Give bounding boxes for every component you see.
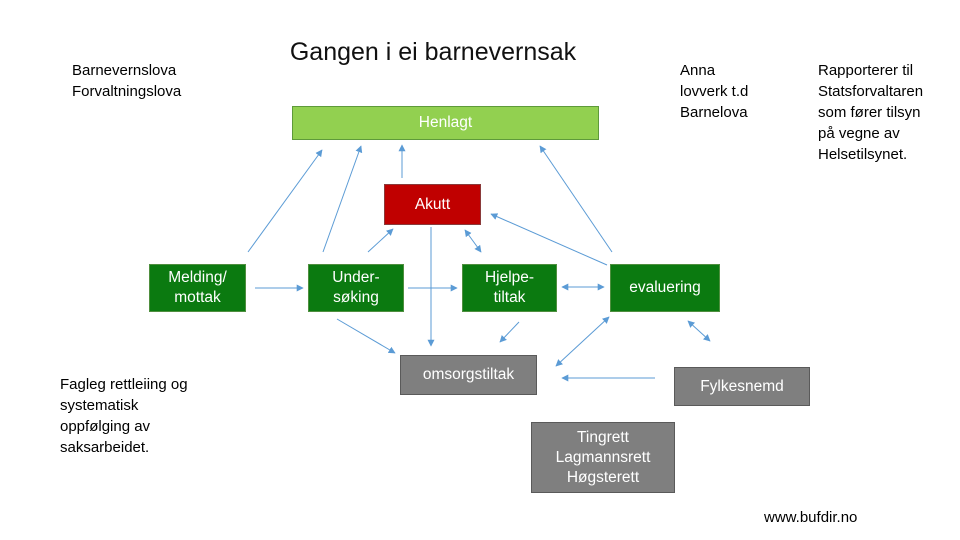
reporting-note: Rapporterer til Statsforvaltaren som før… <box>818 60 923 165</box>
akutt-box: Akutt <box>384 184 481 225</box>
guidance-note-line: saksarbeidet. <box>60 439 150 456</box>
domstolar-label: Tingrett <box>577 428 629 446</box>
laws-note-line: Forvaltningslova <box>72 83 182 100</box>
akutt-label: Akutt <box>414 195 451 213</box>
hjelpetiltak-label: Hjelpe- <box>484 269 535 286</box>
domstolar-box: Tingrett Lagmannsrett Høgsterett <box>531 422 675 493</box>
arrow-undersoking-to-akutt <box>367 228 394 253</box>
reporting-note-line: på vegne av <box>818 125 900 142</box>
undersoking-label: søking <box>333 289 379 306</box>
evaluering-label: evaluering <box>629 279 701 296</box>
domstolar-label: Lagmannsrett <box>555 448 651 466</box>
arrow-hjelpetiltak-to-omsorgstiltak <box>499 321 520 343</box>
reporting-note-line: Statsforvaltaren <box>818 83 924 100</box>
melding-mottak-label: mottak <box>174 289 221 306</box>
guidance-note: Fagleg rettleiing og systematisk oppfølg… <box>60 374 188 458</box>
source-url: www.bufdir.no <box>764 509 858 526</box>
diagram-title: Gangen i ei barnevernsak <box>289 38 577 66</box>
reporting-note-line: som fører tilsyn <box>818 104 921 121</box>
omsorgstiltak-box: omsorgstiltak <box>400 355 537 395</box>
fylkesnemd-box: Fylkesnemd <box>674 367 810 406</box>
arrow-evaluering-to-henlagt <box>539 145 613 253</box>
arrow-melding-to-henlagt <box>247 149 323 253</box>
henlagt-label: Henlagt <box>418 114 473 131</box>
arrow-akutt-hjelpetiltak <box>464 229 482 253</box>
other-laws-note-line: lovverk t.d <box>680 83 749 100</box>
fylkesnemd-label: Fylkesnemd <box>700 377 784 395</box>
arrow-undersoking-to-henlagt <box>322 145 363 253</box>
guidance-note-line: Fagleg rettleiing og <box>60 376 188 393</box>
other-laws-note: Anna lovverk t.d Barnelova <box>680 60 748 123</box>
reporting-note-line: Rapporterer til <box>818 62 914 79</box>
evaluering-box: evaluering <box>610 264 720 312</box>
laws-note-line: Barnevernslova <box>72 62 177 79</box>
melding-mottak-box: Melding/ mottak <box>149 264 246 312</box>
other-laws-note-line: Barnelova <box>680 104 748 121</box>
undersoking-box: Under- søking <box>308 264 404 312</box>
melding-mottak-label: Melding/ <box>168 269 227 286</box>
reporting-note-line: Helsetilsynet. <box>818 146 908 163</box>
guidance-note-line: oppfølging av <box>60 418 151 435</box>
henlagt-box: Henlagt <box>292 106 599 140</box>
arrow-undersoking-to-omsorgstiltak <box>336 318 396 354</box>
guidance-note-line: systematisk <box>60 397 139 414</box>
arrow-evaluering-fylkesnemd <box>687 320 711 342</box>
undersoking-label: Under- <box>332 269 380 286</box>
hjelpetiltak-box: Hjelpe- tiltak <box>462 264 557 312</box>
omsorgstiltak-label: omsorgstiltak <box>422 366 515 383</box>
arrow-evaluering-to-akutt <box>490 213 608 266</box>
other-laws-note-line: Anna <box>680 62 716 79</box>
laws-note: Barnevernslova Forvaltningslova <box>72 60 181 102</box>
domstolar-label: Høgsterett <box>566 468 640 486</box>
arrow-omsorgstiltak-evaluering <box>555 316 610 367</box>
hjelpetiltak-label: tiltak <box>493 289 526 306</box>
